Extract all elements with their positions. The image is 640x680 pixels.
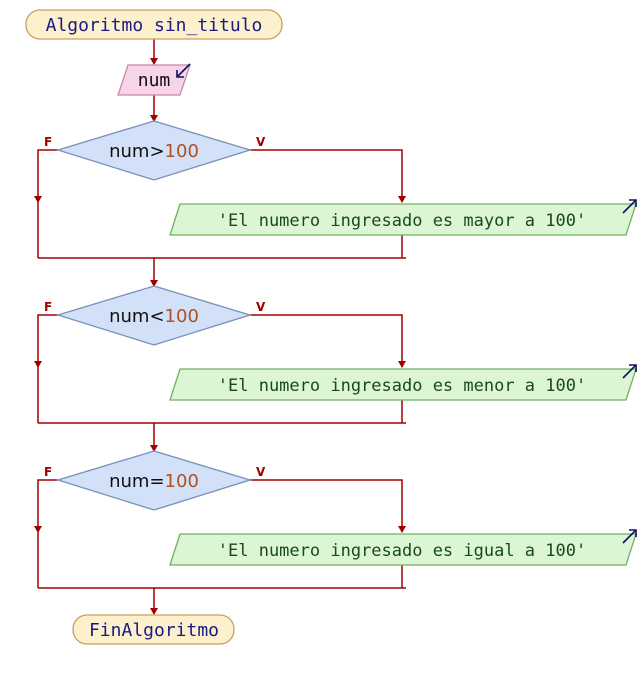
connectors	[34, 39, 406, 615]
edge-d2-true	[250, 314, 406, 368]
edge-d2-false	[34, 314, 58, 368]
edge-d3-true	[250, 479, 406, 533]
input-arrow-icon	[176, 63, 191, 78]
decision-1-false-label: F	[44, 135, 52, 149]
decision-2[interactable]: num<100 F V	[44, 285, 266, 346]
output-1-label: 'El numero ingresado es mayor a 100'	[218, 211, 586, 231]
decision-1[interactable]: num>100 F V	[44, 120, 266, 181]
decision-3-false-label: F	[44, 465, 52, 479]
end-node[interactable]: FinAlgoritmo	[72, 614, 235, 645]
output-3-label: 'El numero ingresado es igual a 100'	[218, 541, 586, 561]
edge-d1-false	[34, 149, 58, 203]
decision-2-true-label: V	[256, 300, 266, 314]
output-3[interactable]: 'El numero ingresado es igual a 100'	[169, 529, 637, 566]
output-1-arrow-icon	[622, 199, 637, 214]
input-label: num	[138, 70, 171, 91]
decision-3-true-label: V	[256, 465, 266, 479]
output-2-label: 'El numero ingresado es menor a 100'	[218, 376, 586, 396]
decision-2-false-label: F	[44, 300, 52, 314]
decision-2-condition: num<100	[109, 306, 199, 327]
decision-1-condition: num>100	[109, 141, 199, 162]
output-3-arrow-icon	[622, 529, 637, 544]
edge-d1-true	[250, 149, 406, 203]
start-label: Algoritmo sin_titulo	[46, 15, 263, 36]
output-2[interactable]: 'El numero ingresado es menor a 100'	[169, 364, 637, 401]
output-1[interactable]: 'El numero ingresado es mayor a 100'	[169, 199, 637, 236]
output-2-arrow-icon	[622, 364, 637, 379]
edge-d3-false	[34, 479, 58, 533]
start-node[interactable]: Algoritmo sin_titulo	[25, 9, 283, 40]
end-label: FinAlgoritmo	[89, 620, 219, 641]
decision-3-condition: num=100	[109, 471, 199, 492]
decision-1-true-label: V	[256, 135, 266, 149]
decision-3[interactable]: num=100 F V	[44, 450, 266, 511]
input-node[interactable]: num	[117, 63, 191, 96]
